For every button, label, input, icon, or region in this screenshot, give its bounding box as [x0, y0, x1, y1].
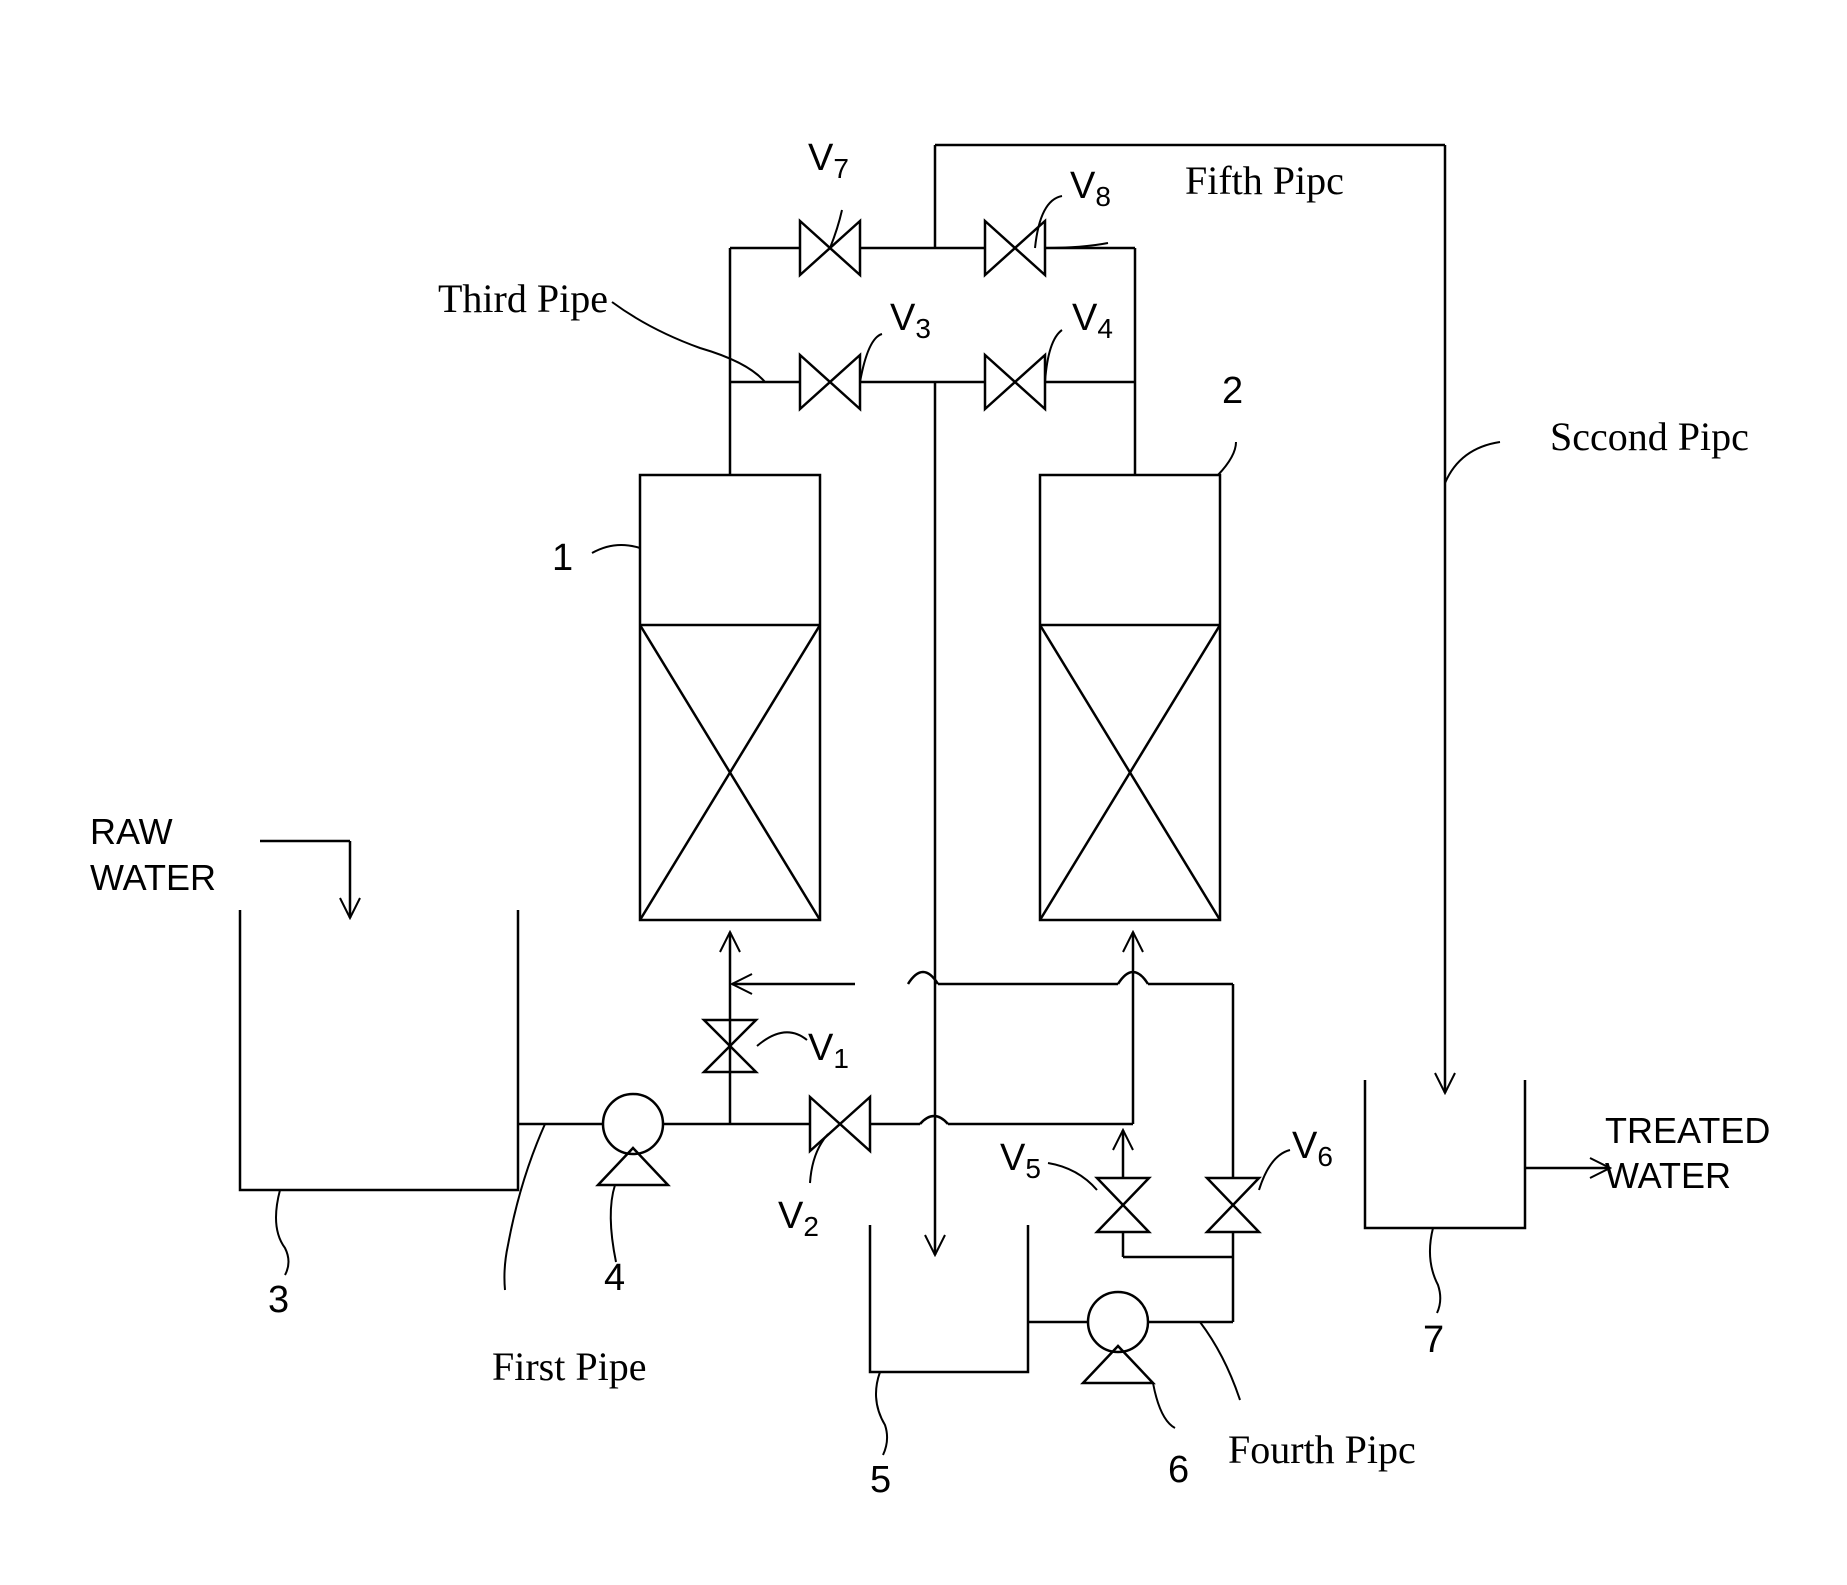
ref-6: 6: [1168, 1449, 1189, 1491]
ref-7: 7: [1423, 1319, 1444, 1361]
valve-label-v7: V7: [808, 137, 849, 184]
valve-v5[interactable]: [1097, 1178, 1149, 1232]
ref-1: 1: [552, 537, 573, 579]
raw-water-arrow: [260, 841, 350, 918]
first-pipe-label: First Pipe: [492, 1344, 646, 1389]
leader-lines: [276, 196, 1500, 1455]
treated-water-label-line1: TREATED: [1605, 1110, 1770, 1151]
third-pipe-label: Third Pipe: [438, 276, 608, 321]
ref-3: 3: [268, 1279, 289, 1321]
valve-v6[interactable]: [1207, 1178, 1259, 1232]
ref-4: 4: [604, 1257, 625, 1299]
raw-water-label-line2: WATER: [90, 857, 216, 898]
valve-label-v1: V1: [808, 1027, 849, 1074]
regen-return-line: [732, 972, 1233, 1178]
valve-label-v6: V6: [1292, 1125, 1333, 1172]
fourth-pipe: [1028, 1130, 1233, 1322]
valve-label-v3: V3: [890, 297, 931, 344]
ref-5: 5: [870, 1459, 891, 1501]
valve-label-v4: V4: [1072, 297, 1113, 344]
second-pipe: [935, 145, 1445, 1093]
second-pipe-label: Sccond Pipc: [1550, 414, 1749, 459]
valve-label-v8: V8: [1070, 165, 1111, 212]
ref-2: 2: [1222, 370, 1243, 412]
column-1: [640, 475, 820, 920]
fourth-pipe-label: Fourth Pipc: [1228, 1427, 1416, 1472]
valve-v4[interactable]: [985, 355, 1045, 409]
valve-v3[interactable]: [800, 355, 860, 409]
pump-6[interactable]: [1083, 1292, 1153, 1383]
third-pipe: [730, 248, 1135, 475]
valve-v2[interactable]: [810, 1097, 870, 1151]
tank-5: [870, 1225, 1028, 1372]
fifth-pipe-label: Fifth Pipc: [1185, 158, 1344, 203]
treated-water-tank: [1365, 1080, 1525, 1228]
raw-water-tank: [240, 910, 518, 1190]
column-2: [1040, 475, 1220, 920]
pump-4[interactable]: [598, 1094, 668, 1185]
valve-label-v5: V5: [1000, 1137, 1041, 1184]
valve-label-v2: V2: [778, 1195, 819, 1242]
treated-water-label-line2: WATER: [1605, 1155, 1731, 1196]
raw-water-label-line1: RAW: [90, 811, 173, 852]
